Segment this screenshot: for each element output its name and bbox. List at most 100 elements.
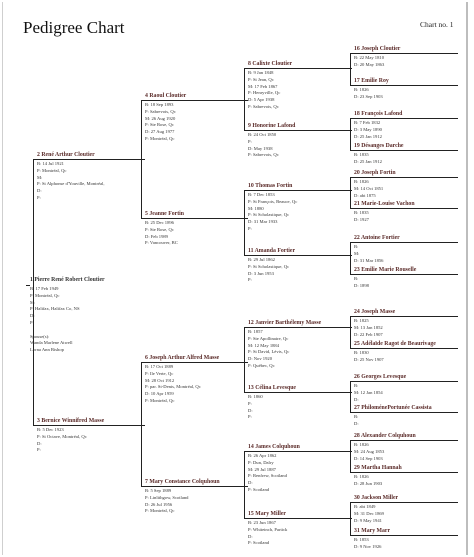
person-name-26: 26 Georges Levesque xyxy=(354,374,406,380)
detail-line: P: xyxy=(248,400,252,406)
detail-line: B: 1830 xyxy=(354,350,369,355)
person-line-1 xyxy=(26,285,30,286)
detail-line: D: 31 Mar 1856 xyxy=(354,257,384,263)
detail-line: D: 14 Sep 1903 xyxy=(354,455,383,461)
person-full-name: PhiloménePortunée Cassista xyxy=(361,405,432,411)
person-number: 21 xyxy=(354,201,360,207)
person-full-name: Mary Constance Colquhoun xyxy=(149,479,220,485)
detail-line: D: 31 Mar 1933 xyxy=(248,219,278,225)
detail-line: B: 1835 xyxy=(354,152,369,157)
detail-line: B: 1835 xyxy=(354,210,369,215)
chart-number: Chart no. 1 xyxy=(420,20,454,29)
person-line-22 xyxy=(350,242,458,243)
connector-6-7 xyxy=(141,362,142,487)
detail-line: B: 1826 xyxy=(354,474,369,479)
detail-line: P: xyxy=(30,319,34,325)
person-name-13: 13 Célina Levesque xyxy=(248,385,296,391)
detail-line: D: 10 Apr 1959 xyxy=(145,391,174,397)
detail-line: D: xyxy=(37,440,42,446)
detail-line: B: 9 Jan 1848 xyxy=(248,70,274,75)
person-name-31: 31 Mary Marr xyxy=(354,528,390,534)
person-name-15: 15 Mary Miller xyxy=(248,511,286,517)
detail-line: P: xyxy=(248,414,252,420)
detail-line: P: St Scholastique, Qc xyxy=(248,212,290,218)
person-full-name: Amanda Fortier xyxy=(254,248,296,254)
person-name-4: 4 Raoul Cloutier xyxy=(145,93,186,99)
detail-line: M: 12 May 1884 xyxy=(248,342,280,348)
person-full-name: Antoine Fortier xyxy=(360,235,400,241)
detail-line: P: Dun, Dalry xyxy=(248,459,274,465)
person-full-name: Joseph Arthur Alfred Masse xyxy=(149,355,220,361)
person-name-23: 23 Emilie Marie Rouselle xyxy=(354,267,416,273)
person-full-name: Désanges Darche xyxy=(361,143,404,149)
detail-line: M: 26 Aug 1920 xyxy=(145,115,176,121)
person-line-8 xyxy=(244,68,352,69)
detail-line: P: Sabrevois, Qc xyxy=(248,152,279,158)
detail-line: B: 25 Dec 1896 xyxy=(145,220,174,225)
person-line-16 xyxy=(350,53,458,54)
person-full-name: Janvier Barthélemy Masse xyxy=(255,320,322,326)
person-name-5: 5 Jeanne Fortin xyxy=(145,211,184,217)
detail-line: D: xyxy=(37,188,42,194)
person-full-name: Calixte Cloutier xyxy=(252,61,293,67)
person-number: 23 xyxy=(354,267,360,273)
person-line-4 xyxy=(141,100,248,101)
person-name-21: 21 Marie-Louise Vachon xyxy=(354,201,415,207)
person-line-28 xyxy=(350,440,458,441)
detail-line: D: 3 May 1890 xyxy=(354,126,382,132)
detail-line: M: xyxy=(37,174,43,180)
detail-line: P: Ile Verte, Qc xyxy=(145,370,174,376)
person-name-16: 16 Joseph Cloutier xyxy=(354,46,400,52)
connector-8-9 xyxy=(244,68,245,131)
detail-line: P: Henryville, Qc xyxy=(248,90,281,96)
detail-line: B: 7 Feb 1832 xyxy=(354,120,381,125)
detail-line: D: 27 Aug 1977 xyxy=(145,129,175,135)
detail-line: B: 26 Apr 1862 xyxy=(248,453,277,458)
detail-line: B: xyxy=(354,414,359,419)
connector-12-13 xyxy=(244,327,245,393)
detail-line: P: Sabrevois, Qc xyxy=(248,103,279,109)
detail-line: D: 20 May 1863 xyxy=(354,61,385,67)
detail-line: P: xyxy=(248,138,252,144)
person-line-17 xyxy=(350,85,458,86)
person-number: 27 xyxy=(354,405,360,411)
detail-line: B: 17 Feb 1949 xyxy=(30,286,59,291)
person-number: 8 xyxy=(248,61,251,67)
person-line-21 xyxy=(350,208,458,209)
person-number: 17 xyxy=(354,78,360,84)
person-line-14 xyxy=(244,451,352,452)
detail-line: D: 9 May 1941 xyxy=(354,517,382,523)
detail-line: M: 24 Aug 1853 xyxy=(354,448,385,454)
person-name-30: 30 Jackson Miller xyxy=(354,495,398,501)
detail-line: B: 17 Oct 1889 xyxy=(145,364,174,369)
connector-28-29 xyxy=(350,440,351,473)
detail-line: B: 1826 xyxy=(354,179,369,184)
person-name-28: 28 Alexander Colquhoun xyxy=(354,433,416,439)
person-full-name: Raoul Cloutier xyxy=(149,93,187,99)
person-name-2: 2 René Arthur Cloutier xyxy=(37,152,95,158)
detail-line: D: Nov 1920 xyxy=(248,356,272,362)
detail-line: P: St François, Beauce, Qc xyxy=(248,198,298,204)
person-line-25 xyxy=(350,348,458,349)
detail-line: M: 14 Oct 1851 xyxy=(354,185,384,191)
person-name-7: 7 Mary Constance Colquhoun xyxy=(145,479,220,485)
detail-line: B: abt 1849 xyxy=(354,504,376,509)
person-line-10 xyxy=(244,190,352,191)
person-line-29 xyxy=(350,472,458,473)
person-number: 10 xyxy=(248,183,254,189)
person-number: 9 xyxy=(248,123,251,129)
person-number: 11 xyxy=(248,248,254,254)
detail-line: B: 7 Dec 1853 xyxy=(248,192,275,197)
person-number: 28 xyxy=(354,433,360,439)
